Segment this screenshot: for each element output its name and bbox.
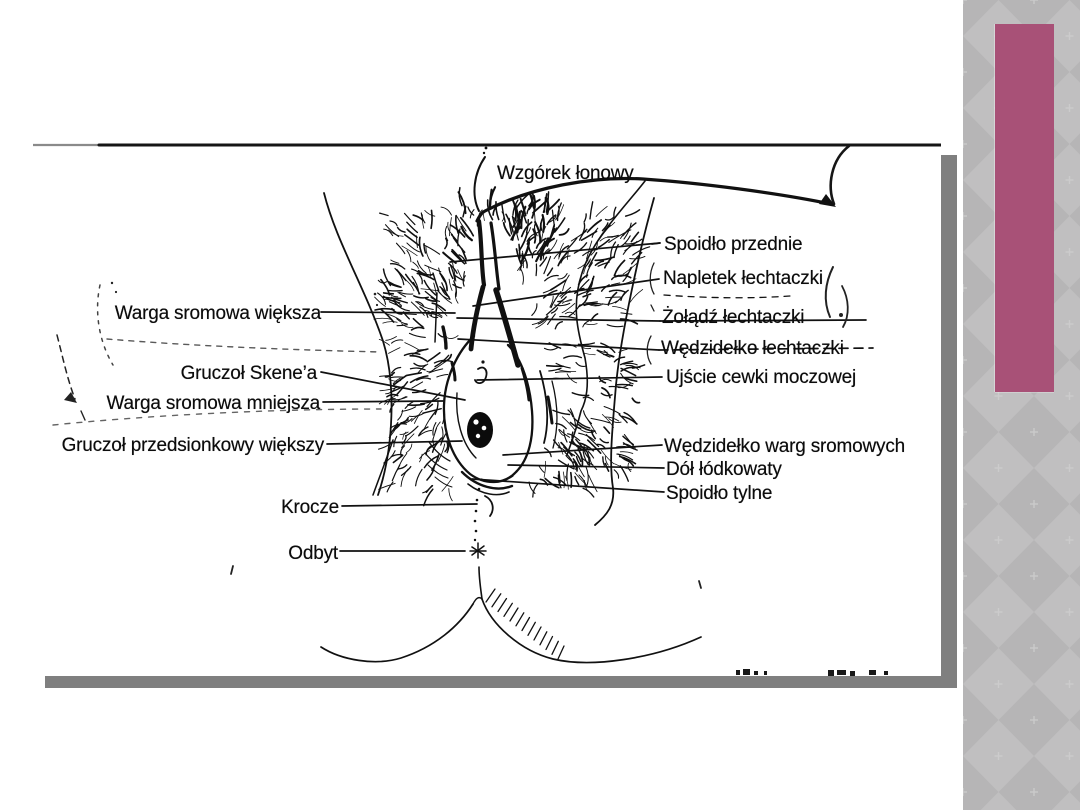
label-dol-lodkowaty: Dół łódkowaty [666, 459, 782, 480]
label-ujscie-cewki: Ujście cewki moczowej [666, 367, 857, 388]
cut-text-marks [736, 669, 888, 676]
anatomy-figure: Wzgórek łonowy Spoidło przednie Napletek… [33, 143, 941, 676]
leader-lines [320, 242, 874, 552]
label-wedzidelko-lechtaczki: Wędzidełko łechtaczki [661, 338, 844, 359]
scan-artifacts [52, 262, 888, 676]
label-spoidlo-przednie: Spoidło przednie [664, 234, 803, 255]
anus-mark [469, 542, 487, 559]
scan-border [33, 143, 941, 206]
hair-texture [373, 186, 651, 507]
accent-bar [995, 24, 1054, 392]
label-warga-mniejsza: Warga sromowa mniejsza [106, 393, 321, 414]
vulva-detail [424, 218, 558, 559]
label-gruczol-przedsionkowy: Gruczoł przedsionkowy większy [61, 435, 325, 456]
body-outlines [320, 146, 836, 664]
label-napletek-lechtaczki: Napletek łechtaczki [663, 268, 823, 289]
label-wzgorek-lonowy: Wzgórek łonowy [497, 163, 634, 184]
label-odbyt: Odbyt [288, 543, 338, 564]
label-warga-wieksza: Warga sromowa większa [114, 303, 321, 324]
label-spoidlo-tylne: Spoidło tylne [666, 483, 773, 504]
label-krocze: Krocze [281, 497, 339, 518]
label-wedzidelko-warg: Wędzidełko warg sromowych [664, 436, 906, 457]
cleft-hatching [485, 588, 565, 660]
anatomy-line-art [33, 143, 941, 676]
label-zoladz-lechtaczki: Żołądź łechtaczki [662, 307, 805, 328]
label-gruczol-skenea: Gruczoł Skene’a [180, 363, 318, 384]
